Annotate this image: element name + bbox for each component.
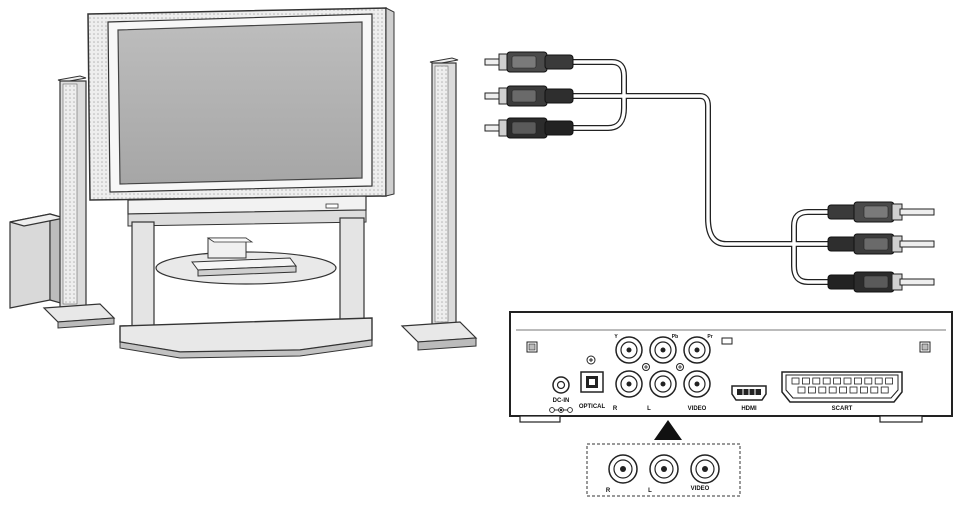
ground-symbol-icon: [586, 355, 596, 365]
scart-pin: [812, 377, 821, 385]
scart-pin: [864, 377, 873, 385]
scart-pin: [791, 377, 800, 385]
zoom-label-video: VIDEO: [691, 486, 710, 492]
rca-plug-left-top: [484, 51, 574, 73]
label-scart: SCART: [832, 406, 853, 412]
label-video: VIDEO: [688, 406, 707, 412]
scart-pin: [828, 386, 837, 394]
optical-port: [580, 371, 604, 393]
flat-panel-tv: [87, 7, 395, 201]
label-port-y: Y: [614, 334, 618, 340]
scart-port: [781, 371, 903, 403]
scart-pin: [839, 386, 847, 394]
scart-pin: [818, 386, 827, 394]
label-port-pb: Pb: [672, 334, 678, 340]
label-port-pr: Pr: [707, 334, 712, 340]
scart-pin: [833, 377, 841, 385]
rca-plug-right-top: [827, 201, 935, 223]
zoom-callout: R L VIDEO: [586, 443, 741, 497]
scart-pin: [797, 386, 806, 394]
scart-pin: [885, 377, 893, 385]
scart-pin: [843, 377, 852, 385]
dc-in-port: [552, 376, 570, 394]
left-tower-speaker: [42, 75, 116, 329]
scart-pin: [854, 377, 862, 385]
label-hdmi: HDMI: [741, 406, 757, 412]
av-cable: [484, 51, 935, 293]
scart-pin: [849, 386, 858, 394]
zoom-label-r: R: [606, 488, 611, 494]
callout-arrow-icon: [654, 420, 682, 440]
scart-pin: [822, 377, 831, 385]
rca-plug-left-bottom: [484, 117, 574, 139]
hdmi-port: [731, 385, 767, 401]
scart-pin: [802, 377, 810, 385]
rca-plug-left-middle: [484, 85, 574, 107]
scart-pin: [860, 386, 868, 394]
scart-pin: [880, 386, 889, 394]
dc-polarity-icon: [549, 407, 573, 413]
rca-plug-right-middle: [827, 233, 935, 255]
label-audio-l: L: [647, 406, 651, 412]
right-tower-speaker: [400, 57, 478, 351]
label-optical: OPTICAL: [579, 404, 606, 410]
component-and-av-jacks: [615, 336, 711, 398]
label-audio-r: R: [613, 406, 618, 412]
label-dc-in: DC-IN: [553, 398, 570, 404]
tv-stand: [119, 195, 373, 359]
scart-pin: [808, 386, 816, 394]
home-theater-scene: [9, 7, 478, 359]
rca-plug-right-bottom: [827, 271, 935, 293]
player-back-panel: DC-IN OPTICAL: [509, 311, 953, 423]
scart-pin: [874, 377, 883, 385]
scart-pin: [870, 386, 879, 394]
subwoofer: [9, 213, 65, 309]
zoom-label-l: L: [648, 488, 652, 494]
